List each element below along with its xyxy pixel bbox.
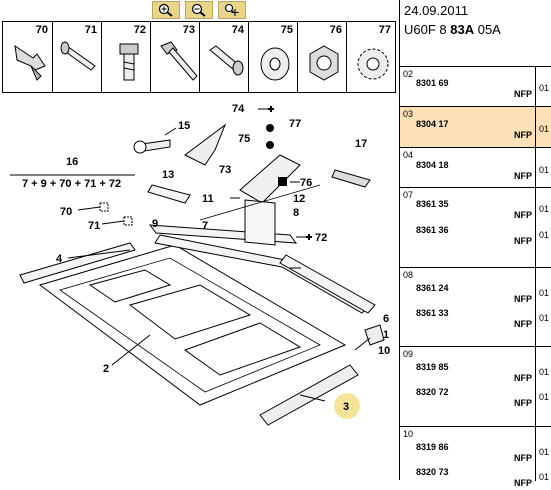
- callout-label: 7 + 9 + 70 + 71 + 72: [22, 178, 121, 190]
- callout-label: 71: [88, 220, 100, 232]
- bracket: [259, 364, 359, 426]
- zoom-out-icon: [191, 3, 206, 17]
- date-label: 24.09.2011: [404, 3, 469, 18]
- callout-label: 10: [378, 345, 390, 357]
- callout-label: 9: [152, 218, 158, 230]
- callout-label: 11: [202, 193, 214, 205]
- hardware-number: 74: [231, 24, 244, 36]
- bolt-icon: [160, 41, 198, 81]
- hardware-cell[interactable]: 72: [101, 22, 150, 92]
- plastic-clip-icon: [14, 44, 46, 81]
- hardware-number: 73: [182, 24, 195, 36]
- hardware-number: 70: [35, 24, 48, 36]
- hardware-cell[interactable]: 77: [346, 22, 395, 92]
- highlight-callout: [334, 393, 360, 419]
- hardware-number: 75: [280, 24, 293, 36]
- callout-label: 77: [289, 118, 301, 130]
- zoom-toolbar: [152, 1, 248, 20]
- hardware-strip: 70 71 72 73 74 75 76 77: [2, 21, 396, 93]
- zoom-move-icon: [224, 3, 239, 16]
- callout-label: 12: [293, 193, 305, 205]
- hardware-cell[interactable]: 74: [199, 22, 248, 92]
- zoom-in-icon: [158, 3, 173, 17]
- callout-label: 3: [343, 401, 349, 413]
- callout-label: 1: [383, 329, 389, 341]
- screw-icon: [209, 45, 244, 76]
- callout-label: 74: [232, 103, 245, 115]
- hardware-number: 77: [378, 24, 391, 36]
- callout-label: 70: [60, 206, 72, 218]
- floor-panel: [38, 244, 347, 406]
- zoom-in-button[interactable]: [152, 1, 180, 19]
- callout-label: 72: [315, 232, 327, 244]
- parts-diagram-panel: 70 71 72 73 74 75 76 77: [2, 1, 396, 426]
- callout-label: 76: [300, 177, 312, 189]
- zoom-out-button[interactable]: [185, 1, 213, 19]
- reference-code: U60F 8 83A 05A: [404, 22, 501, 37]
- hardware-cell[interactable]: 70: [3, 22, 52, 92]
- callout-label: 13: [162, 169, 174, 181]
- zoom-fit-button[interactable]: [218, 1, 246, 19]
- stud-icon: [119, 43, 139, 81]
- callout-label: 15: [178, 120, 190, 132]
- hardware-cell[interactable]: 71: [52, 22, 101, 92]
- callout-label: 7: [202, 220, 208, 232]
- serrated-washer-icon: [357, 48, 389, 80]
- callout-label: 16: [66, 156, 78, 168]
- callout-label: 8: [293, 207, 299, 219]
- callout-label: 4: [56, 253, 63, 265]
- hardware-number: 76: [329, 24, 342, 36]
- pin-icon: [60, 41, 96, 71]
- hardware-cell[interactable]: 75: [248, 22, 297, 92]
- callout-label: 75: [238, 133, 250, 145]
- hardware-cell[interactable]: 76: [297, 22, 346, 92]
- hardware-number: 72: [133, 24, 146, 36]
- exploded-view-drawing: 16 7 + 9 + 70 + 71 + 72 74 77 75 15 73 1…: [10, 103, 390, 426]
- washer-icon: [260, 47, 290, 81]
- callout-label: 73: [219, 164, 231, 176]
- hardware-cell[interactable]: 73: [150, 22, 199, 92]
- callout-label: 6: [383, 313, 389, 325]
- list-header: 24.09.2011 U60F 8 83A 05A: [400, 0, 551, 66]
- callout-label: 2: [103, 363, 109, 375]
- hardware-number: 71: [84, 24, 97, 36]
- nut-icon: [309, 45, 339, 81]
- callout-label: 17: [355, 138, 367, 150]
